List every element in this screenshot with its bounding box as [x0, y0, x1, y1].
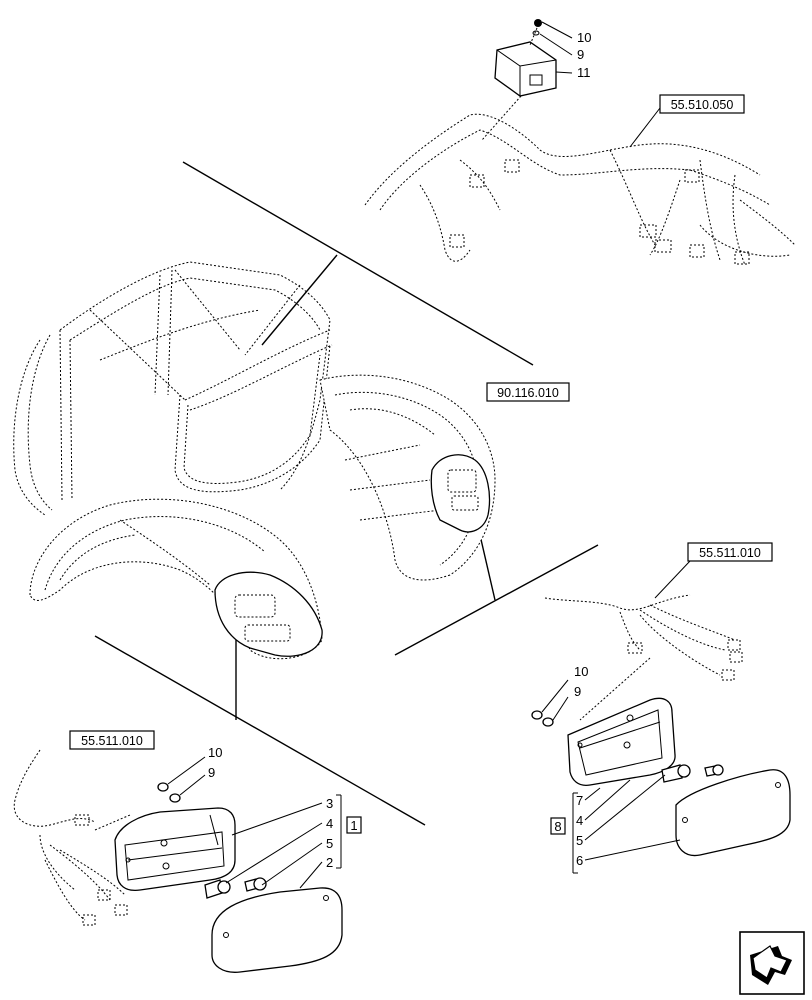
- ref-box-left-harness[interactable]: 55.511.010: [69, 730, 155, 750]
- svg-text:10: 10: [208, 745, 222, 760]
- group-box-8: [550, 817, 566, 835]
- left-lamp-housing: [114, 807, 236, 891]
- washer-9-icon: [532, 30, 540, 36]
- left-lamp-lens: [211, 887, 343, 973]
- front-fender: [29, 498, 323, 660]
- svg-text:55.511.010: 55.511.010: [81, 734, 143, 748]
- svg-text:5: 5: [576, 833, 583, 848]
- ref-box-main-harness[interactable]: 55.510.050: [659, 94, 745, 114]
- svg-text:8: 8: [554, 819, 561, 834]
- rear-fender: [319, 374, 496, 581]
- svg-text:9: 9: [574, 684, 581, 699]
- left-nut-10-icon: [157, 782, 169, 792]
- right-lamp-housing: [567, 697, 676, 786]
- svg-text:10: 10: [577, 30, 591, 45]
- right-nut-10-icon: [531, 710, 543, 720]
- svg-text:11: 11: [577, 65, 591, 80]
- left-harness: [13, 749, 131, 926]
- svg-text:2: 2: [326, 855, 333, 870]
- main-harness: [364, 107, 796, 266]
- right-lamp-lens: [675, 769, 791, 857]
- svg-text:9: 9: [208, 765, 215, 780]
- right-washer-9-icon: [542, 717, 554, 727]
- svg-text:9: 9: [577, 47, 584, 62]
- screw-10-icon: [534, 19, 542, 27]
- svg-text:6: 6: [576, 853, 583, 868]
- left-callout-bracket: [225, 794, 342, 889]
- svg-text:5: 5: [326, 836, 333, 851]
- ref-box-fender[interactable]: 90.116.010: [486, 382, 570, 402]
- right-callouts: 10 9 8 7 4 5 6: [550, 664, 588, 868]
- left-bulbs: [157, 756, 267, 899]
- svg-text:55.511.010: 55.511.010: [699, 546, 761, 560]
- svg-text:10: 10: [574, 664, 588, 679]
- svg-text:4: 4: [326, 816, 333, 831]
- top-callouts: 10 9 11: [577, 30, 591, 80]
- separator-lines: [94, 161, 599, 826]
- svg-text:1: 1: [350, 818, 357, 833]
- svg-text:4: 4: [576, 813, 583, 828]
- svg-text:3: 3: [326, 796, 333, 811]
- svg-text:7: 7: [576, 793, 583, 808]
- left-washer-9-icon: [169, 793, 181, 803]
- right-harness: [544, 560, 743, 721]
- svg-text:55.510.050: 55.510.050: [671, 98, 734, 112]
- ref-box-right-harness[interactable]: 55.511.010: [687, 542, 773, 562]
- svg-text:90.116.010: 90.116.010: [497, 386, 559, 400]
- navigation-arrow-icon[interactable]: [739, 931, 805, 995]
- tractor-cab: [13, 261, 333, 516]
- right-callout-bracket: [572, 774, 681, 874]
- left-callouts: 10 9 1 3 4 5 2: [208, 745, 362, 870]
- ecu-module: [481, 19, 573, 141]
- group-box-1: [346, 816, 362, 834]
- right-bulbs: [531, 679, 724, 783]
